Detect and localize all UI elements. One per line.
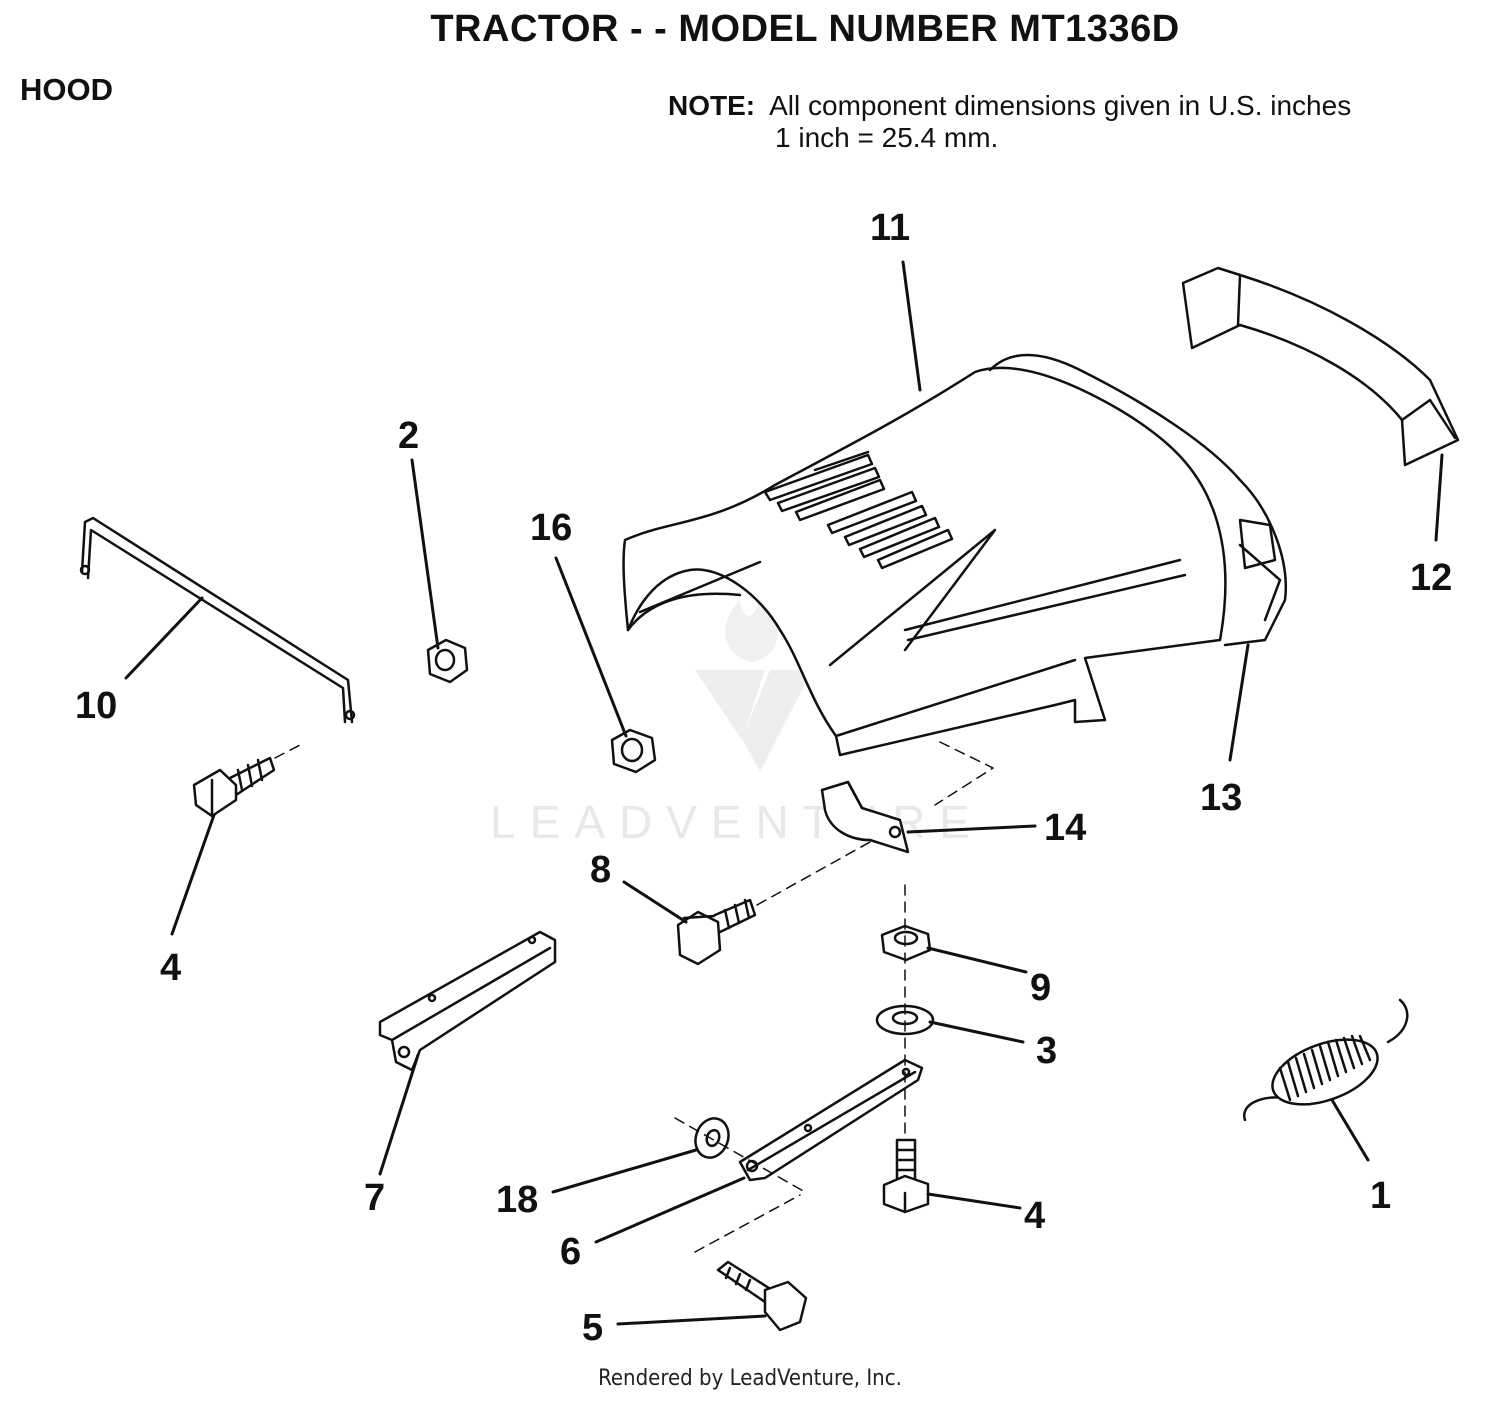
part-2-nut bbox=[426, 638, 469, 684]
render-credit: Rendered by LeadVenture, Inc. bbox=[598, 1366, 902, 1391]
callout-2: 2 bbox=[398, 415, 419, 457]
part-1-spring bbox=[1243, 998, 1409, 1122]
note-line-1: All component dimensions given in U.S. i… bbox=[769, 90, 1352, 121]
callout-3: 3 bbox=[1036, 1030, 1057, 1072]
part-12-grille-strip bbox=[1181, 266, 1460, 467]
callout-8: 8 bbox=[590, 849, 611, 891]
callout-11: 11 bbox=[870, 207, 910, 249]
callout-1: 1 bbox=[1370, 1175, 1391, 1217]
callout-10: 10 bbox=[75, 685, 117, 727]
note-label: NOTE: bbox=[668, 90, 756, 121]
callout-13: 13 bbox=[1200, 777, 1242, 819]
assembly-lines bbox=[274, 741, 994, 1253]
part-11-hood bbox=[622, 353, 1287, 757]
part-18-washer bbox=[694, 1117, 730, 1159]
part-14-clip bbox=[820, 780, 910, 854]
callout-12: 12 bbox=[1410, 557, 1452, 599]
callout-7: 7 bbox=[364, 1177, 385, 1219]
part-7-bracket bbox=[378, 930, 557, 1072]
callout-16: 16 bbox=[530, 507, 572, 549]
page-title: TRACTOR - - MODEL NUMBER MT1336D bbox=[430, 8, 1180, 50]
part-6-bracket bbox=[738, 1058, 924, 1182]
callout-18: 18 bbox=[496, 1179, 538, 1221]
callout-14: 14 bbox=[1044, 807, 1086, 849]
part-16-nut bbox=[610, 728, 657, 774]
callout-5: 5 bbox=[582, 1307, 603, 1349]
callout-labels: 11 12 13 2 16 10 4 14 8 9 3 7 18 6 4 5 1 bbox=[75, 207, 1452, 1349]
section-title: HOOD bbox=[20, 72, 113, 107]
callout-9: 9 bbox=[1030, 967, 1051, 1009]
part-8-bolt bbox=[676, 898, 757, 966]
part-4-bolt-upper bbox=[192, 756, 276, 818]
note-line-2: 1 inch = 25.4 mm. bbox=[775, 122, 999, 153]
part-5-bolt bbox=[716, 1260, 808, 1332]
watermark-text: LEADVENTURE bbox=[490, 796, 984, 848]
part-4-bolt-lower bbox=[882, 1138, 930, 1214]
part-9-nut bbox=[880, 924, 932, 962]
part-10-support-rod bbox=[79, 516, 356, 724]
callout-4-upper: 4 bbox=[160, 947, 181, 989]
dimension-note: NOTE: All component dimensions given in … bbox=[668, 90, 1351, 154]
callout-4-lower: 4 bbox=[1024, 1195, 1045, 1237]
leader-lines bbox=[124, 260, 1444, 1326]
hood-vents bbox=[763, 450, 954, 570]
callout-6: 6 bbox=[560, 1231, 581, 1273]
